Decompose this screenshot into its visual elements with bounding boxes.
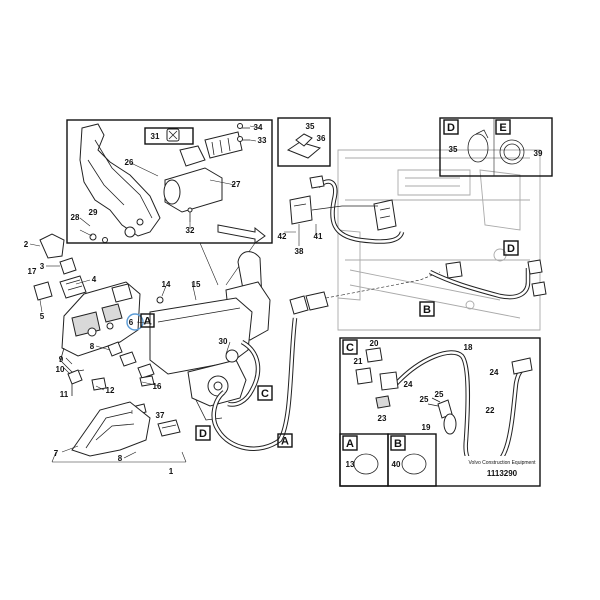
detail-box-b [387,433,437,487]
section-tags: A A B C D D D E C A B [140,119,519,451]
callout-1: 1 [169,467,174,476]
callout-5: 5 [40,312,45,321]
clamp-39 [499,139,525,165]
cable-tie-13 [353,453,379,475]
inset-box-31 [144,127,194,145]
tag-c-main: C [261,388,269,400]
detail-box-d-e [439,117,553,177]
callout-3: 3 [40,262,45,271]
callout-9: 9 [59,355,64,364]
tag-c-detail: C [346,342,354,354]
detail-box-35-36 [277,117,331,167]
callout-10: 10 [56,365,65,374]
callout-8b: 8 [118,454,123,463]
footer-label: Volvo Construction Equipment [469,460,537,466]
title-block [462,456,534,480]
callout-19: 19 [422,423,431,432]
callout-25b: 25 [435,390,444,399]
cab-harness [284,175,547,300]
tag-a-box-main [140,313,155,328]
callout-39: 39 [534,149,543,158]
callout-38: 38 [295,247,304,256]
callout-33: 33 [258,136,267,145]
tag-d-detail: D [447,122,455,134]
detail-box-c [339,337,541,487]
highlight-ring-6 [126,313,144,331]
tag-b-detail: B [394,438,402,450]
callout-29: 29 [89,208,98,217]
callout-35b: 35 [449,145,458,154]
callout-25: 25 [420,395,429,404]
main-harness-cables [211,271,441,451]
tag-a-detail: A [346,438,354,450]
callout-15: 15 [192,280,201,289]
callout-34: 34 [254,123,263,132]
tag-a-box-cable [277,433,293,448]
cab-frame-background [337,149,541,331]
tag-a-main: A [144,316,152,328]
callout-13: 13 [346,460,355,469]
callout-20: 20 [370,339,379,348]
harness-detail-c [355,347,533,469]
callout-16: 16 [153,382,162,391]
tag-b-main: B [423,304,431,316]
clip-35-36 [286,133,322,159]
tag-c-box-detail [342,339,358,355]
tag-d-box-cab [503,240,519,256]
callout-31: 31 [151,132,160,141]
callout-28: 28 [71,213,80,222]
callout-32: 32 [186,226,195,235]
callout-7: 7 [54,449,59,458]
callout-2: 2 [24,240,29,249]
lever-assembly-detail [79,123,266,244]
callout-27: 27 [232,180,241,189]
tag-d-main: D [199,428,207,440]
tag-c-box-main [257,385,273,401]
tag-d-cab: D [507,243,515,255]
callout-17: 17 [28,267,37,276]
callout-35: 35 [306,122,315,131]
cable-tie-35 [467,129,489,163]
callout-36: 36 [317,134,326,143]
leader-lines [29,125,261,459]
tag-a-box-detail [342,435,358,451]
cable-tie-40 [401,453,427,475]
callout-24b: 24 [490,368,499,377]
callout-14: 14 [162,280,171,289]
callout-37: 37 [156,411,165,420]
callout-8: 8 [90,342,95,351]
callout-41: 41 [314,232,323,241]
armrest-console-main [149,251,271,421]
callout-18: 18 [464,343,473,352]
drawing-footer: Volvo Construction Equipment 1113290 [469,460,537,478]
tag-e-detail: E [499,122,506,134]
detail-box-control-lever [66,119,273,244]
drawing-number: 1113290 [487,469,518,478]
callout-30: 30 [219,337,228,346]
tag-b-box-main [419,301,435,317]
floor-base-plate [51,401,187,463]
callout-numbers: 1 2 3 4 5 6 7 8 8 9 10 11 12 13 14 15 16… [24,122,543,476]
callout-22: 22 [486,406,495,415]
callout-21: 21 [354,357,363,366]
callout-24: 24 [404,380,413,389]
callout-26: 26 [125,158,134,167]
connector-37 [157,419,181,437]
callout-12: 12 [106,386,115,395]
callout-40: 40 [392,460,401,469]
tag-d-box-detail [443,119,459,135]
tag-e-box-detail [495,119,511,135]
tag-a-cable: A [281,436,289,448]
callout-4: 4 [92,275,97,284]
tag-b-box-detail [390,435,406,451]
callout-42: 42 [278,232,287,241]
callout-11: 11 [60,390,69,399]
left-control-panel [33,233,164,417]
tag-d-box-main [195,425,211,441]
callout-6: 6 [129,318,134,327]
callout-23: 23 [378,414,387,423]
